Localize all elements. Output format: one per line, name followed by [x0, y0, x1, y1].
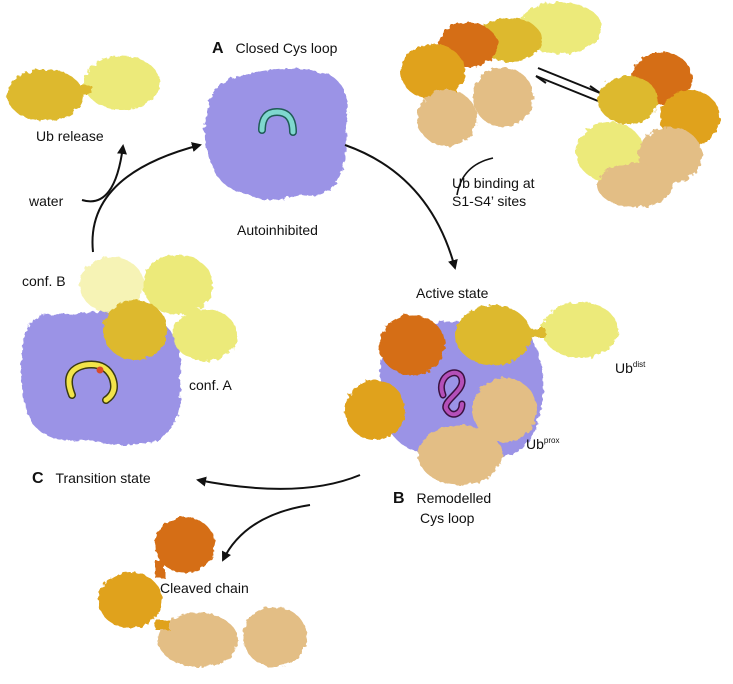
ub-chain-compact — [576, 52, 720, 207]
arrow-c-to-a — [91, 142, 202, 253]
active-state-complex — [345, 302, 618, 485]
remodelled-cys-loop — [437, 369, 466, 418]
closed-cys-loop — [259, 109, 296, 135]
ub-chain-extended — [401, 2, 602, 146]
conf-a-label: conf. A — [189, 377, 232, 393]
ub-prox-sup: prox — [543, 436, 560, 445]
cleaved-chain — [98, 517, 307, 667]
ub-binding-line2: S1-S4’ sites — [452, 193, 527, 209]
transition-state-loop — [65, 360, 118, 404]
autoinhibited-label: Autoinhibited — [237, 222, 318, 238]
arrow-ub-binding-leader — [456, 157, 494, 196]
cleaved-chain-label: Cleaved chain — [160, 580, 249, 596]
arrow-water-to-release — [81, 144, 127, 203]
ub-release-label: Ub release — [36, 128, 104, 144]
panel-b-line1: Remodelled — [416, 490, 492, 506]
ub-dist-label: Ubdist — [615, 356, 645, 377]
ub-dist-base: Ub — [615, 360, 633, 376]
panel-a-letter: A — [212, 40, 224, 57]
ub-release-dimer — [7, 56, 160, 121]
water-label: water — [29, 193, 64, 209]
arrow-b-to-c — [196, 474, 361, 490]
cycle-arrows — [81, 142, 494, 562]
panel-b-header: B Remodelled — [393, 490, 491, 507]
panel-b-letter: B — [393, 490, 405, 507]
arrow-a-to-b — [344, 144, 458, 270]
equilibrium-arrows — [535, 67, 601, 102]
ub-prox-label: Ubprox — [526, 432, 559, 453]
panel-a-title: Closed Cys loop — [235, 40, 338, 56]
arrow-to-cleaved-chain — [222, 504, 311, 562]
panel-b-line2: Cys loop — [420, 510, 475, 526]
panel-c-header: C Transition state — [32, 470, 151, 487]
ub-binding-line1: Ub binding at — [452, 175, 535, 191]
ub-dist-sup: dist — [632, 360, 646, 369]
panel-c-title: Transition state — [55, 470, 151, 486]
transition-state-complex — [21, 255, 237, 445]
panel-a-header: A Closed Cys loop — [212, 40, 337, 57]
ub-prox-base: Ub — [526, 436, 544, 452]
panel-c-letter: C — [32, 470, 44, 487]
active-state-label: Active state — [416, 285, 489, 301]
conf-b-label: conf. B — [22, 273, 66, 289]
autoinhibited-enzyme — [204, 68, 348, 200]
